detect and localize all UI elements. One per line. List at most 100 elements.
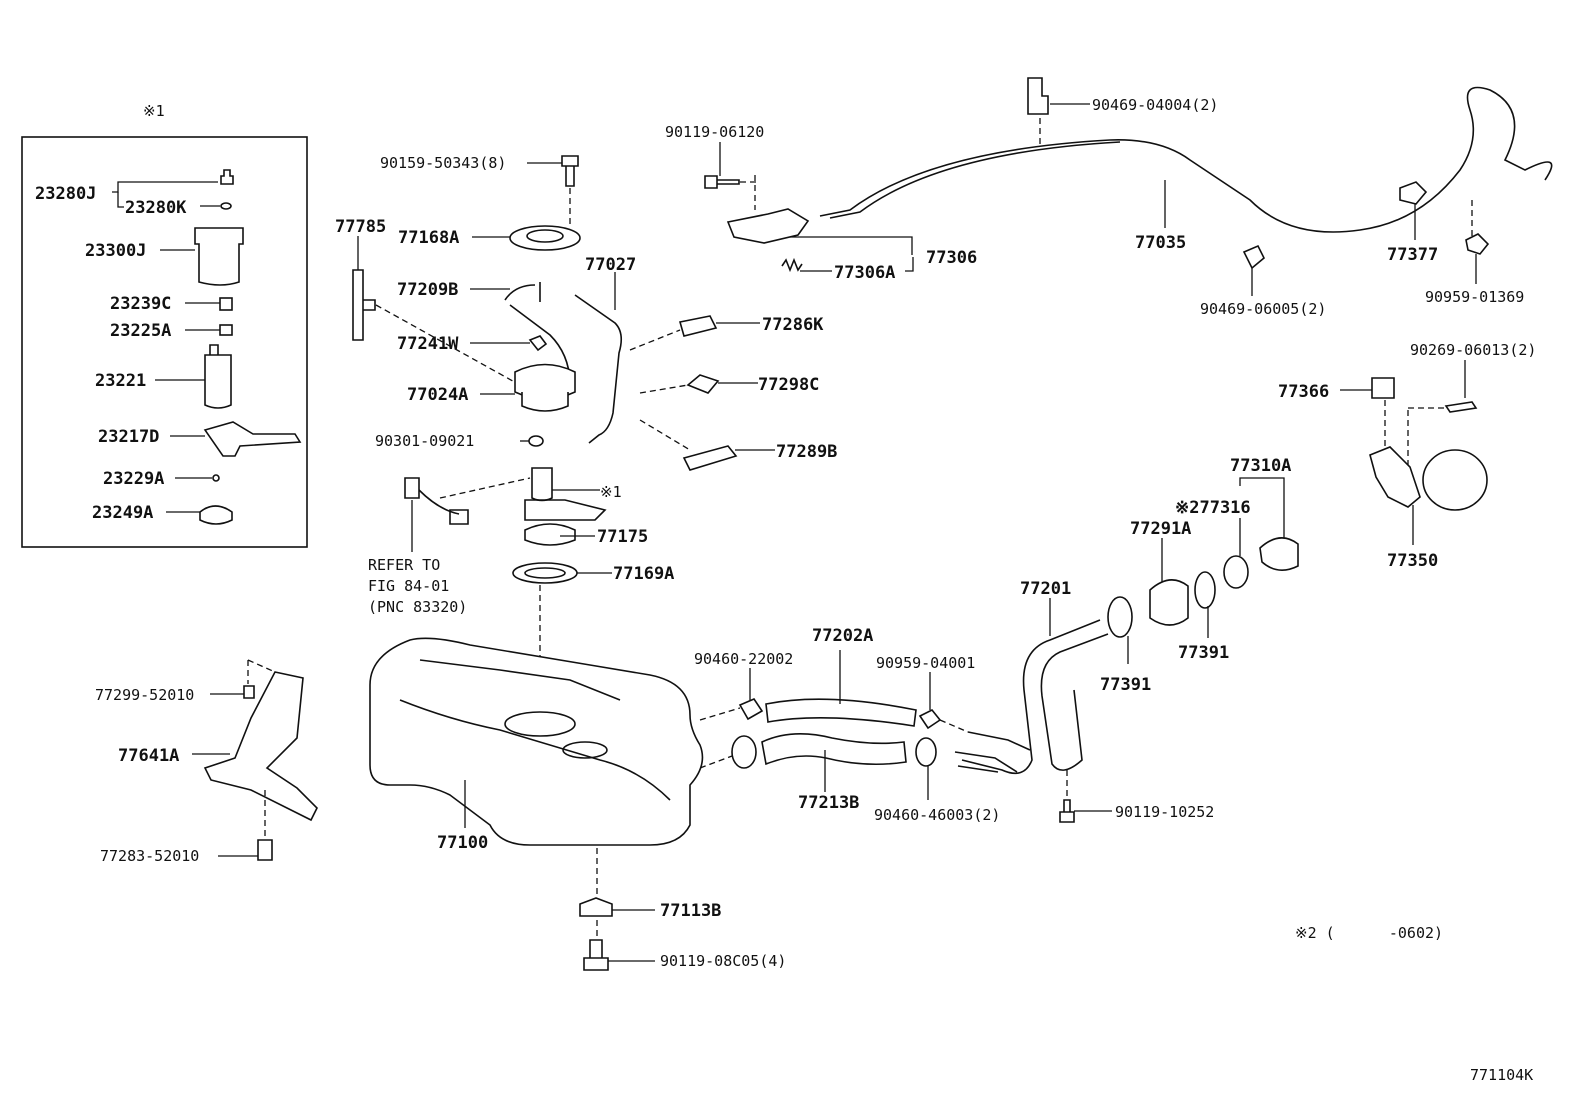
footnote-mark2: ※2 ( -0602) bbox=[1295, 924, 1443, 942]
kit-box-mark: ※1 bbox=[143, 102, 165, 120]
part-label-77169a[interactable]: 77169A bbox=[613, 564, 674, 584]
pump-23221-drawing bbox=[204, 344, 232, 409]
gasket-77316-drawing bbox=[1223, 555, 1249, 589]
pump-kit-drawing bbox=[531, 467, 553, 502]
part-label-77391b[interactable]: 77391 bbox=[1178, 643, 1229, 663]
part-label-77286k[interactable]: 77286K bbox=[762, 315, 824, 335]
leader-77306 bbox=[790, 236, 913, 255]
connector-drawing bbox=[404, 477, 469, 525]
part-label-90159-50343[interactable]: 90159-50343(8) bbox=[380, 154, 506, 172]
part-label-77175[interactable]: 77175 bbox=[597, 527, 648, 547]
part-label-23280j[interactable]: 23280J bbox=[35, 184, 96, 204]
clip-77241w-drawing bbox=[528, 335, 548, 352]
part-label-90959-01369[interactable]: 90959-01369 bbox=[1425, 288, 1524, 306]
part-label-77213b[interactable]: 77213B bbox=[798, 793, 859, 813]
filler-pipe-77201-drawing bbox=[961, 619, 1101, 775]
part-label-77202a[interactable]: 77202A bbox=[812, 626, 873, 646]
part-label-90460-46003[interactable]: 90460-46003(2) bbox=[874, 806, 1000, 824]
filter-23300j-drawing bbox=[194, 227, 244, 286]
leader-23280j bbox=[112, 181, 218, 193]
fuel-pump-kit-box: ※1 23280J 23280K 23300 bbox=[21, 102, 308, 548]
spring-77306a-drawing bbox=[781, 257, 803, 273]
dash-hose-upper bbox=[699, 707, 741, 721]
tank-77100-seam bbox=[399, 699, 671, 801]
refer-note-line1: REFER TO bbox=[368, 556, 440, 574]
gasket-77175-drawing bbox=[524, 523, 576, 546]
part-label-90119-10252[interactable]: 90119-10252 bbox=[1115, 803, 1214, 821]
cushion-77113b-drawing bbox=[579, 897, 613, 917]
part-label-23225a[interactable]: 23225A bbox=[110, 321, 171, 341]
filler-pipe-77201-outline bbox=[1040, 633, 1109, 771]
part-label-77289b[interactable]: 77289B bbox=[776, 442, 837, 462]
part-label-77201[interactable]: 77201 bbox=[1020, 579, 1071, 599]
part-label-77377[interactable]: 77377 bbox=[1387, 245, 1438, 265]
pump-kit-bracket bbox=[524, 499, 607, 521]
part-label-23249a[interactable]: 23249A bbox=[92, 503, 153, 523]
hose-77213b-drawing bbox=[761, 733, 907, 766]
filter-77024a-base bbox=[521, 392, 569, 412]
part-label-90119-08c05[interactable]: 90119-08C05(4) bbox=[660, 952, 786, 970]
part-label-77316[interactable]: ※277316 bbox=[1175, 498, 1251, 518]
part-label-90469-04004[interactable]: 90469-04004(2) bbox=[1092, 96, 1218, 114]
tube-77027-drawing bbox=[504, 282, 623, 444]
part-label-77306[interactable]: 77306 bbox=[926, 248, 977, 268]
leader-77310a bbox=[1239, 477, 1285, 538]
protector-area: 77299-52010 77641A 77283-52010 bbox=[95, 659, 318, 865]
part-label-77024a[interactable]: 77024A bbox=[407, 385, 468, 405]
oring-90301-drawing bbox=[528, 435, 544, 447]
part-label-kit1[interactable]: ※1 bbox=[600, 483, 622, 501]
clamp-90469-04004-drawing bbox=[1027, 77, 1049, 115]
gasket-77169a-inner bbox=[524, 567, 566, 579]
clamp-90460-46003-left bbox=[731, 735, 757, 769]
part-label-77391a[interactable]: 77391 bbox=[1100, 675, 1151, 695]
part-label-90119-06120[interactable]: 90119-06120 bbox=[665, 123, 764, 141]
part-label-77035[interactable]: 77035 bbox=[1135, 233, 1186, 253]
part-label-77209b[interactable]: 77209B bbox=[397, 280, 458, 300]
part-label-77785[interactable]: 77785 bbox=[335, 217, 386, 237]
part-label-23300j[interactable]: 23300J bbox=[85, 241, 146, 261]
part-label-77641a[interactable]: 77641A bbox=[118, 746, 179, 766]
part-label-90469-06005[interactable]: 90469-06005(2) bbox=[1200, 300, 1326, 318]
pump-assembly-area: 90159-50343(8) 77168A 77785 77209B 77027… bbox=[335, 154, 837, 718]
part-label-23280k[interactable]: 23280K bbox=[125, 198, 187, 218]
part-label-23239c[interactable]: 23239C bbox=[110, 294, 171, 314]
part-label-77100[interactable]: 77100 bbox=[437, 833, 488, 853]
part-label-77113b[interactable]: 77113B bbox=[660, 901, 721, 921]
refer-note-line3: (PNC 83320) bbox=[368, 598, 467, 616]
dash-hose-lower bbox=[699, 755, 733, 769]
part-label-90460-22002[interactable]: 90460-22002 bbox=[694, 650, 793, 668]
part-label-77291a[interactable]: 77291A bbox=[1130, 519, 1191, 539]
hose-77202a-drawing bbox=[765, 698, 917, 727]
part-label-23229a[interactable]: 23229A bbox=[103, 469, 164, 489]
part-label-77350[interactable]: 77350 bbox=[1387, 551, 1438, 571]
part-label-77366[interactable]: 77366 bbox=[1278, 382, 1329, 402]
bolt-90159-drawing bbox=[561, 155, 579, 187]
cap-77310a-drawing bbox=[1259, 537, 1299, 571]
bolt-77283-drawing bbox=[257, 839, 273, 861]
part-label-90301-09021[interactable]: 90301-09021 bbox=[375, 432, 474, 450]
part-label-23217d[interactable]: 23217D bbox=[98, 427, 159, 447]
tank-77100-opening-small bbox=[562, 741, 608, 759]
part-label-77283-52010[interactable]: 77283-52010 bbox=[100, 847, 199, 865]
part-label-23221[interactable]: 23221 bbox=[95, 371, 146, 391]
part-label-90269-06013[interactable]: 90269-06013(2) bbox=[1410, 341, 1536, 359]
part-label-77168a[interactable]: 77168A bbox=[398, 228, 459, 248]
clamp-90460-22002-drawing bbox=[738, 698, 764, 721]
dash-77286k bbox=[629, 329, 681, 351]
part-label-77299-52010[interactable]: 77299-52010 bbox=[95, 686, 194, 704]
part-label-77310a[interactable]: 77310A bbox=[1230, 456, 1291, 476]
part-label-77298c[interactable]: 77298C bbox=[758, 375, 819, 395]
ring-77168a-inner bbox=[526, 229, 564, 243]
clip-77298c-drawing bbox=[686, 374, 720, 394]
part-label-90959-04001[interactable]: 90959-04001 bbox=[876, 654, 975, 672]
part-label-77306a[interactable]: 77306A bbox=[834, 263, 895, 283]
protector-77641a-drawing bbox=[203, 671, 318, 822]
oring-77391a-drawing bbox=[1107, 596, 1133, 638]
part-label-77241w[interactable]: 77241W bbox=[397, 334, 459, 354]
hose-area: 77202A 77213B 90460-22002 90460-46003(2)… bbox=[694, 626, 1000, 824]
clip-90959-01369-drawing bbox=[1465, 233, 1490, 255]
kit-box-frame bbox=[21, 136, 308, 548]
part-23249a-drawing bbox=[199, 505, 233, 525]
part-label-77027[interactable]: 77027 bbox=[585, 255, 636, 275]
